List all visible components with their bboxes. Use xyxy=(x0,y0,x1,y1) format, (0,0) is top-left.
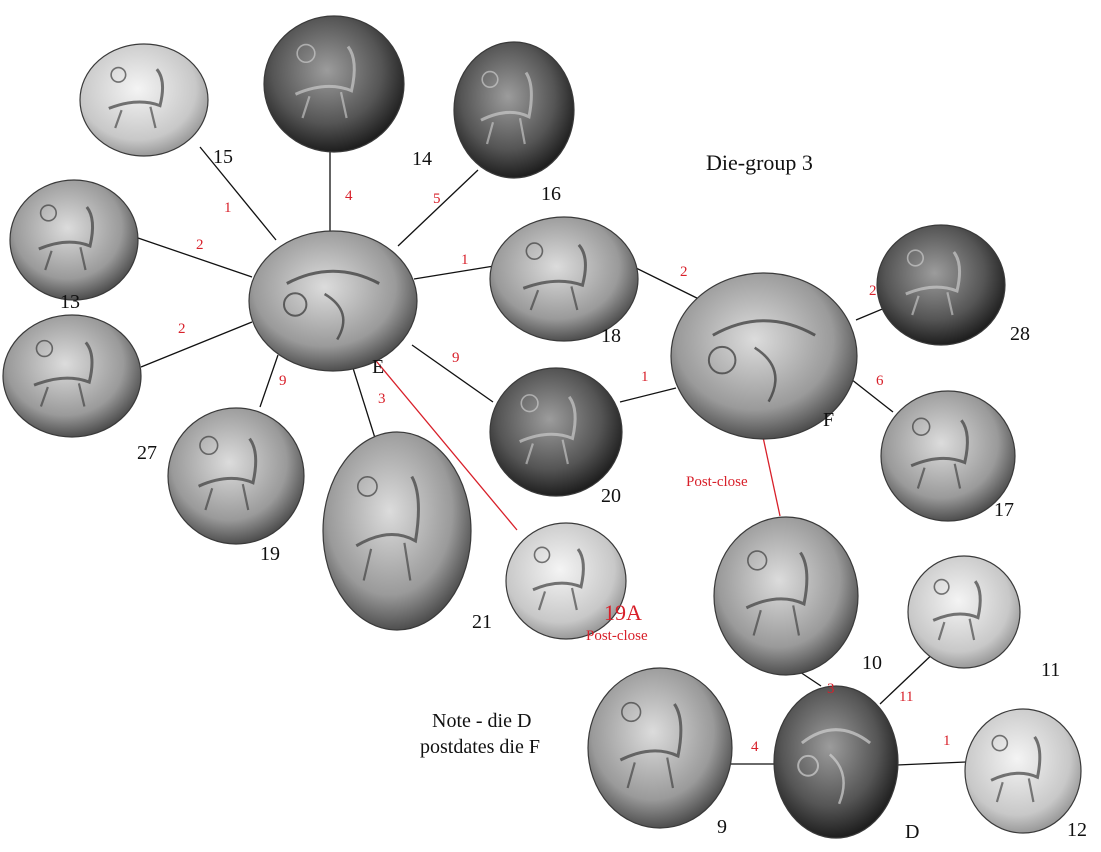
die-label-e: E xyxy=(372,356,384,378)
link-count-e-15: 1 xyxy=(224,200,232,216)
coin-disc xyxy=(490,217,638,341)
link-e-15 xyxy=(200,147,276,240)
link-count-f-20: 1 xyxy=(641,369,649,385)
coins-layer xyxy=(3,16,1081,838)
coin-label-16: 16 xyxy=(541,183,561,205)
coin-label-18: 18 xyxy=(601,325,621,347)
coin-9-image xyxy=(588,668,732,828)
coin-label-27: 27 xyxy=(137,442,157,464)
coin-19-image xyxy=(168,408,304,544)
link-e-16 xyxy=(398,170,478,246)
link-count-d-10: 3 xyxy=(827,681,835,697)
coin-disc xyxy=(264,16,404,152)
die-d-image xyxy=(774,686,898,838)
coin-label-19a: 19A xyxy=(604,600,642,625)
link-count-f-28: 2 xyxy=(869,283,877,299)
link-count-e-13: 2 xyxy=(196,237,204,253)
coin-disc xyxy=(908,556,1020,668)
coin-12-image xyxy=(965,709,1081,833)
link-count-e-14: 4 xyxy=(345,188,353,204)
coin-sublabel-19a: Post-close xyxy=(586,628,648,644)
link-count-e-19: 9 xyxy=(279,373,287,389)
coin-label-19: 19 xyxy=(260,543,280,565)
coin-13-image xyxy=(10,180,138,300)
coin-disc xyxy=(10,180,138,300)
link-f-20 xyxy=(620,388,676,402)
link-count-d-12: 1 xyxy=(943,733,951,749)
chronology-note: Note - die D postdates die F xyxy=(420,710,540,758)
coin-10-image xyxy=(714,517,858,675)
link-d-12 xyxy=(897,762,966,765)
link-e-13 xyxy=(138,238,252,277)
die-group-title: Die-group 3 xyxy=(706,150,813,175)
coin-11-image xyxy=(908,556,1020,668)
link-count-d-9: 4 xyxy=(751,739,759,755)
die-e-image xyxy=(249,231,417,371)
link-e-27 xyxy=(141,322,252,367)
coin-disc xyxy=(454,42,574,178)
coin-label-17: 17 xyxy=(994,499,1014,521)
coin-disc xyxy=(3,315,141,437)
note-line-2: postdates die F xyxy=(420,736,540,758)
coin-disc xyxy=(80,44,208,156)
die-label-d: D xyxy=(905,821,919,843)
link-count-e-20: 9 xyxy=(452,350,460,366)
coin-disc xyxy=(965,709,1081,833)
coin-label-9: 9 xyxy=(717,816,727,838)
link-count-e-16: 5 xyxy=(433,191,441,207)
coin-27-image xyxy=(3,315,141,437)
coin-label-10: 10 xyxy=(862,652,882,674)
link-count-d-11: 11 xyxy=(899,689,913,705)
coin-label-14: 14 xyxy=(412,148,432,170)
coin-disc xyxy=(714,517,858,675)
coin-20-image xyxy=(490,368,622,496)
link-e-18 xyxy=(414,266,494,279)
link-e-19 xyxy=(260,355,278,407)
link-count-f-18: 2 xyxy=(680,264,688,280)
coin-18-image xyxy=(490,217,638,341)
coin-label-21: 21 xyxy=(472,611,492,633)
link-count-e-21: 3 xyxy=(378,391,386,407)
coin-disc xyxy=(168,408,304,544)
coin-14-image xyxy=(264,16,404,152)
die-label-f: F xyxy=(823,409,834,431)
link-count-e-27: 2 xyxy=(178,321,186,337)
coin-label-11: 11 xyxy=(1041,659,1060,681)
note-line-1: Note - die D xyxy=(432,710,531,732)
coin-label-15: 15 xyxy=(213,146,233,168)
coin-label-20: 20 xyxy=(601,485,621,507)
coin-disc xyxy=(490,368,622,496)
coin-16-image xyxy=(454,42,574,178)
link-count-e-18: 1 xyxy=(461,252,469,268)
coin-21-image xyxy=(323,432,471,630)
link-d-10 xyxy=(800,672,821,686)
link-f-10 xyxy=(763,437,780,516)
coin-disc xyxy=(588,668,732,828)
coin-label-12: 12 xyxy=(1067,819,1087,841)
coin-label-13: 13 xyxy=(60,291,80,313)
coin-15-image xyxy=(80,44,208,156)
coin-28-image xyxy=(877,225,1005,345)
link-note-f-10: Post-close xyxy=(686,474,748,490)
coin-disc xyxy=(877,225,1005,345)
coin-disc xyxy=(323,432,471,630)
coin-label-28: 28 xyxy=(1010,323,1030,345)
link-count-f-17: 6 xyxy=(876,373,884,389)
